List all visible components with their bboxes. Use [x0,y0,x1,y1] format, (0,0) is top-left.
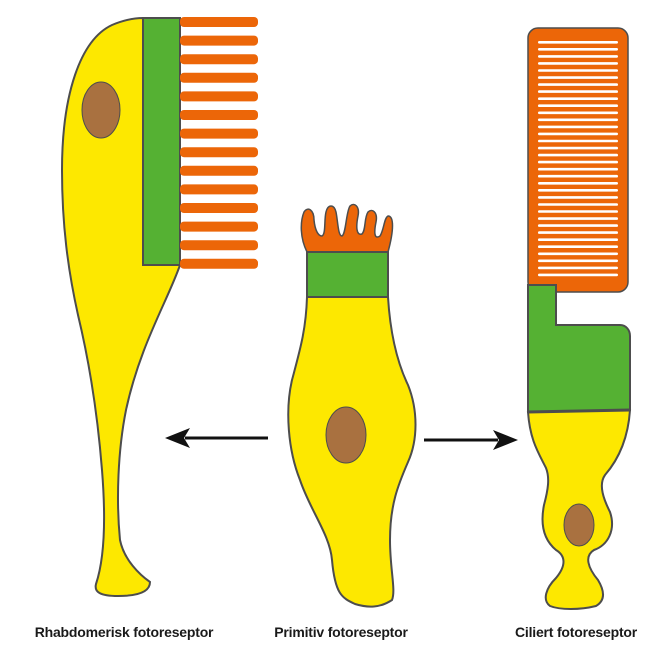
membrane-disc [538,90,618,93]
microvillus [180,110,258,120]
membrane-disc [538,175,618,178]
microvillus [180,240,258,250]
membrane-disc [538,69,618,72]
microvillus [180,73,258,83]
membrane-disc [538,260,618,263]
ciliary-outer-segment [528,28,628,292]
membrane-disc [538,224,618,227]
primitive-nucleus [326,407,366,463]
membrane-disc [538,267,618,270]
rhabdomeric-label: Rhabdomerisk fotoreseptor [35,624,214,640]
primitive-photoreceptor [288,204,415,606]
microvillus [180,36,258,46]
membrane-disc [538,48,618,51]
membrane-disc [538,196,618,199]
membrane-disc [538,140,618,143]
membrane-disc [538,168,618,171]
primitive-apical-protrusions [301,204,392,252]
membrane-disc [538,154,618,157]
membrane-disc [538,76,618,79]
ciliary-boundary-line [528,410,630,412]
membrane-disc [538,97,618,100]
membrane-disc [538,217,618,220]
microvillus [180,222,258,232]
membrane-disc [538,126,618,129]
membrane-disc [538,238,618,241]
membrane-disc [538,253,618,256]
arrow-left [165,428,268,448]
microvillus [180,54,258,64]
primitive-membrane-base [307,252,388,297]
arrow-right [424,430,518,450]
rhabdomeric-nucleus [82,82,120,138]
membrane-disc [538,55,618,58]
microvillus [180,184,258,194]
membrane-disc [538,189,618,192]
membrane-disc [538,274,618,277]
membrane-disc [538,182,618,185]
primitive-label: Primitiv fotoreseptor [274,624,408,640]
rhabdomeric-photoreceptor [62,17,258,596]
microvillus [180,91,258,101]
membrane-disc [538,62,618,65]
microvillus [180,129,258,139]
membrane-disc [538,112,618,115]
membrane-disc [538,41,618,44]
membrane-disc [538,104,618,107]
ciliary-label: Ciliert fotoreseptor [515,624,637,640]
microvillus [180,17,258,27]
ciliary-photoreceptor [528,28,630,609]
membrane-disc [538,119,618,122]
ciliary-nucleus [564,504,594,546]
membrane-disc [538,231,618,234]
membrane-disc [538,83,618,86]
microvillus [180,147,258,157]
membrane-disc [538,245,618,248]
membrane-disc [538,147,618,150]
membrane-disc [538,203,618,206]
microvillus [180,166,258,176]
rhabdomeric-membrane-base [143,18,180,265]
membrane-disc [538,161,618,164]
membrane-disc [538,133,618,136]
microvillus [180,203,258,213]
membrane-disc [538,210,618,213]
microvillus [180,259,258,269]
ciliary-inner-segment [528,285,630,412]
rhabdomeric-microvilli [180,17,258,269]
